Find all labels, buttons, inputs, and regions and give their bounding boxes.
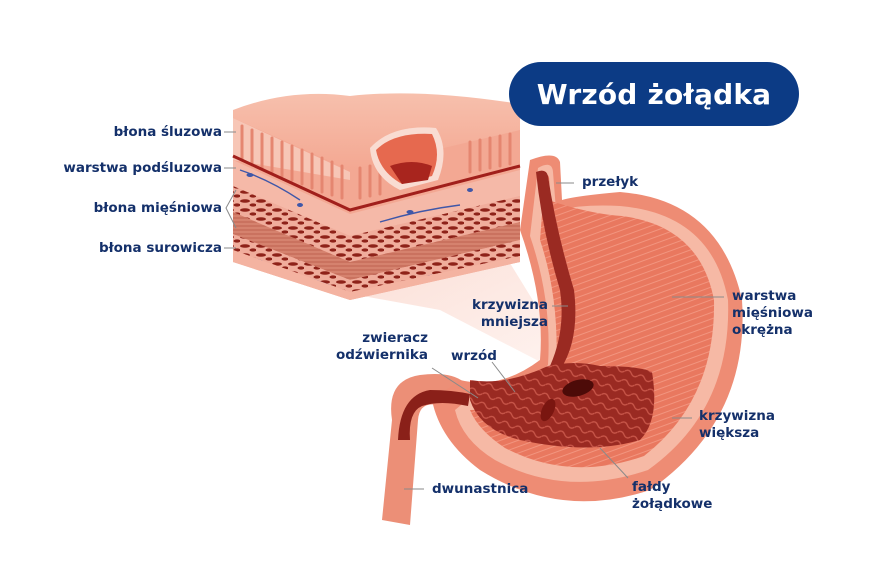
label-submucosa: warstwa podśluzowa <box>63 160 222 176</box>
label-ulcer: wrzód <box>451 348 497 364</box>
label-line: okrężna <box>732 322 793 338</box>
label-line: warstwa <box>732 288 797 304</box>
label-greater-curvature: krzywizna większa <box>699 408 775 442</box>
label-esophagus: przełyk <box>582 174 639 190</box>
label-mucosa: błona śluzowa <box>113 124 222 140</box>
label-duodenum: dwunastnica <box>432 481 529 497</box>
page-title: Wrzód żołądka <box>536 77 772 111</box>
label-lesser-curvature: krzywizna mniejsza <box>472 297 548 331</box>
label-line: krzywizna <box>699 408 775 424</box>
label-line: mięśniowa <box>732 305 813 321</box>
label-line: żołądkowe <box>632 496 713 512</box>
stomach-leader-lines <box>404 182 724 490</box>
label-pyloric-sphincter: zwieracz odźwiernika <box>336 330 428 364</box>
tissue-block <box>232 93 521 300</box>
label-line: zwieracz <box>362 330 428 346</box>
label-muscularis: błona mięśniowa <box>93 200 222 216</box>
label-gastric-folds: fałdy żołądkowe <box>632 479 712 513</box>
label-line: większa <box>699 425 760 441</box>
label-line: fałdy <box>632 479 671 495</box>
tissue-leader-lines <box>224 131 237 249</box>
label-circular-muscle: warstwa mięśniowa okrężna <box>732 288 813 339</box>
stomach <box>382 155 743 525</box>
label-line: krzywizna <box>472 297 548 313</box>
title-badge: Wrzód żołądka <box>509 62 799 126</box>
label-serosa: błona surowicza <box>98 240 222 256</box>
label-line: mniejsza <box>480 314 548 330</box>
label-line: odźwiernika <box>335 347 428 363</box>
